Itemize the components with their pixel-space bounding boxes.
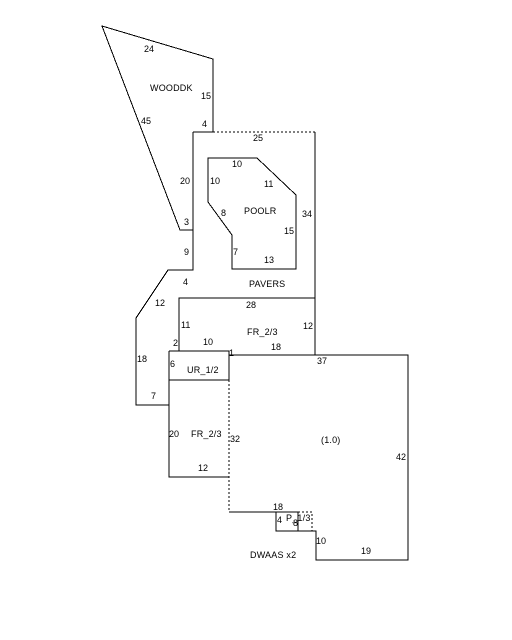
dim-ur-top: 10 <box>203 337 213 347</box>
dim-main-top: 37 <box>317 356 327 366</box>
dim-wooddk-top: 24 <box>144 44 154 54</box>
ur-label: UR_1/2 <box>187 365 219 375</box>
dim-pavers-notch: 3 <box>184 217 189 227</box>
pavers-label: PAVERS <box>249 279 285 289</box>
pool-outline <box>207 157 297 270</box>
dim-left-bottom: 7 <box>151 391 156 401</box>
fr-upper-outline <box>178 297 315 351</box>
dim-fr-left: 11 <box>181 320 190 330</box>
dim-ur-corner: 2 <box>173 338 178 348</box>
porch-outline <box>275 512 298 532</box>
dim-ur-left: 6 <box>170 359 175 369</box>
poolr-label: POOLR <box>244 206 277 216</box>
dim-pool-diag-left: 8 <box>221 208 226 218</box>
dim-fr-bottom: 18 <box>271 342 281 352</box>
fr-lower-outline <box>168 380 229 478</box>
dim-left-side: 18 <box>137 354 147 364</box>
dim-diag-left: 12 <box>155 298 165 308</box>
wooddk-outline <box>101 25 214 231</box>
dim-pool-top: 10 <box>232 159 242 169</box>
dim-main-right: 42 <box>396 452 406 462</box>
main-building-outline <box>229 354 409 561</box>
dim-porch-left: 4 <box>277 515 282 525</box>
dim-main-left: 32 <box>230 434 240 444</box>
porch-dashed-edge <box>298 511 313 532</box>
dim-wooddk-diag: 45 <box>141 116 151 126</box>
dim-pool-left: 10 <box>210 176 220 186</box>
dim-one-mark: 1 <box>229 348 234 358</box>
dim-fr-lower-left: 20 <box>169 429 179 439</box>
dim-wooddk-right: 15 <box>201 91 211 101</box>
dim-fr-right: 12 <box>303 321 313 331</box>
dim-pool-bottom: 13 <box>264 255 274 265</box>
dim-pavers-step: 4 <box>183 277 188 287</box>
dim-bottom-right: 19 <box>361 546 371 556</box>
wooddk-label: WOODDK <box>150 83 193 93</box>
fr-lower-label: FR_2/3 <box>191 429 222 439</box>
dim-pavers-left-upper: 20 <box>180 176 190 186</box>
fr-upper-label: FR_2/3 <box>247 327 278 337</box>
dim-pool-right: 15 <box>284 226 294 236</box>
dim-pool-left-lower: 7 <box>233 247 238 257</box>
dim-pool-diag-top: 11 <box>264 179 273 189</box>
dim-porch-bottom: 8 <box>293 518 298 528</box>
porch-label: P_1/3 <box>286 513 311 523</box>
dim-main-bottom: 18 <box>273 502 283 512</box>
main-area-label: (1.0) <box>321 435 341 445</box>
pavers-west-outline <box>135 132 194 406</box>
dim-porch-right: 10 <box>316 536 326 546</box>
dim-pavers-left-lower: 9 <box>184 247 189 257</box>
dim-fr-lower-bottom: 12 <box>198 463 208 473</box>
dim-pavers-top: 25 <box>253 133 263 143</box>
drawing-caption: DWAAS x2 <box>250 550 296 560</box>
dim-pavers-right: 34 <box>302 209 312 219</box>
dim-fr-top: 28 <box>246 300 256 310</box>
dim-wooddk-step: 4 <box>202 119 207 129</box>
